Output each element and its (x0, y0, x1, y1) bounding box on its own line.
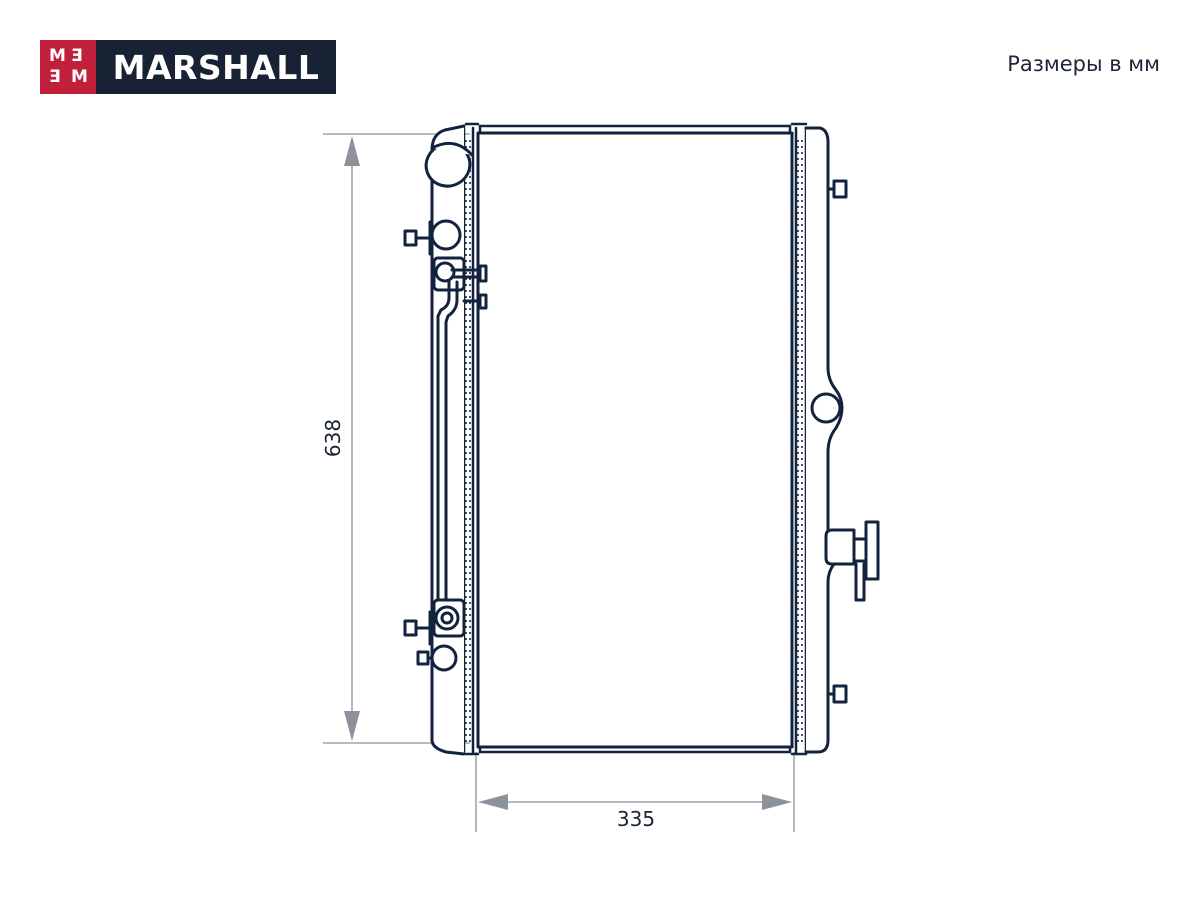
width-dimension-label: 335 (617, 807, 655, 831)
left-fin-strip (464, 138, 472, 746)
logo-mark-glyph-1: M (49, 46, 66, 66)
logo-mark-glyph-2: Ǝ (71, 46, 83, 66)
right-tank (804, 126, 844, 754)
upper-left-fitting (403, 219, 462, 256)
logo-brand-name: MARSHALL (96, 40, 336, 94)
logo-mark: M Ǝ Ǝ M (40, 40, 96, 94)
lower-left-fitting (403, 598, 466, 672)
radiator-outline (403, 122, 880, 756)
height-dimension (323, 133, 470, 744)
right-fin-strip (797, 138, 805, 746)
logo-mark-glyph-3: Ǝ (49, 67, 61, 87)
filler-neck (424, 141, 474, 188)
right-lower-fitting (826, 684, 848, 704)
height-dimension-label: 638 (321, 419, 345, 457)
right-upper-fitting (826, 179, 848, 199)
marshall-logo: M Ǝ Ǝ M MARSHALL (40, 40, 336, 94)
radiator-core (476, 131, 794, 749)
logo-mark-glyph-4: M (71, 67, 88, 87)
width-dimension (475, 752, 795, 832)
right-tank-boss (810, 392, 842, 424)
right-outlet-pipe (824, 520, 880, 602)
units-note: Размеры в мм (1007, 52, 1160, 76)
